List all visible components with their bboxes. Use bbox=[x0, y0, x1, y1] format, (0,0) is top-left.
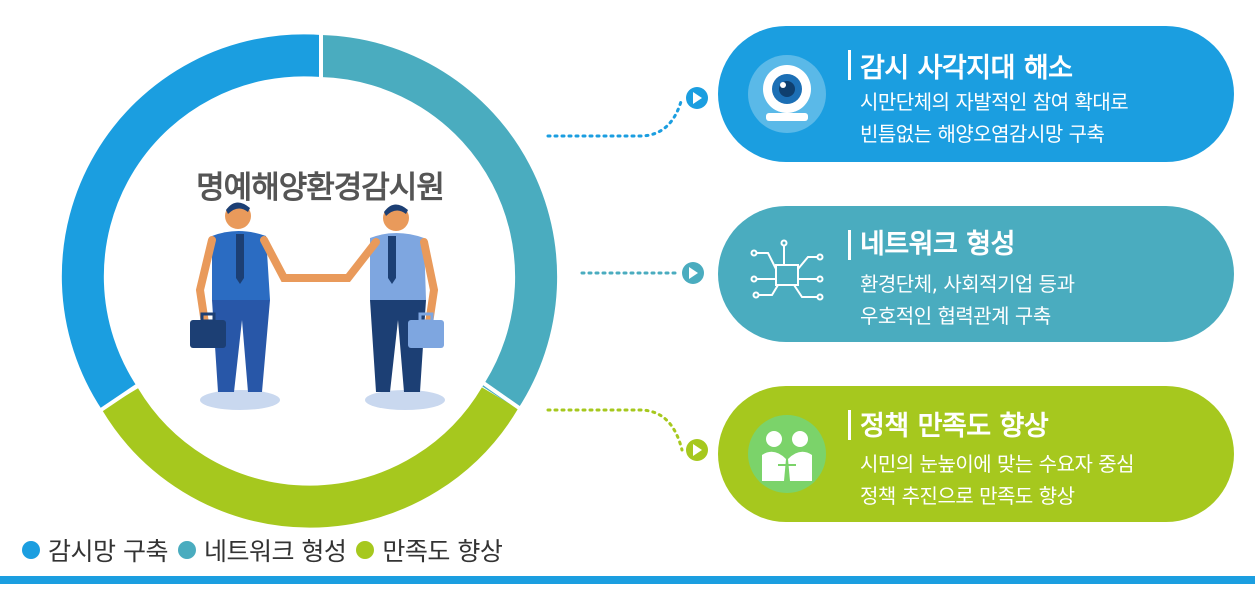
card-desc-line: 정책 추진으로 만족도 향상 bbox=[860, 484, 1075, 508]
card-desc-line: 빈틈없는 해양오염감시망 구축 bbox=[860, 122, 1105, 146]
card-title: 네트워크 형성 bbox=[860, 229, 1015, 260]
webcam-icon bbox=[748, 55, 826, 133]
legend-dot-icon bbox=[177, 541, 196, 559]
legend-label: 감시망 구축 bbox=[48, 537, 168, 566]
card-desc-line: 환경단체, 사회적기업 등과 bbox=[860, 272, 1075, 296]
ring-segment-network bbox=[320, 35, 558, 410]
legend-dot-icon bbox=[22, 541, 40, 559]
legend-item: 네트워크 형성 bbox=[177, 532, 347, 568]
legend: 감시망 구축 네트워크 형성 만족도 향상 bbox=[22, 530, 512, 570]
legend-label: 만족도 향상 bbox=[382, 537, 503, 566]
card-desc-line: 시만단체의 자발적인 참여 확대로 bbox=[860, 90, 1129, 114]
card-divider bbox=[848, 50, 851, 80]
legend-item: 만족도 향상 bbox=[356, 532, 503, 568]
card-description: 환경단체, 사회적기업 등과 우호적인 협력관계 구축 bbox=[860, 268, 1075, 332]
card-description: 시민의 눈높이에 맞는 수요자 중심 정책 추진으로 만족도 향상 bbox=[860, 448, 1135, 512]
card-description: 시만단체의 자발적인 참여 확대로 빈틈없는 해양오염감시망 구축 bbox=[860, 86, 1129, 150]
ring-separator bbox=[480, 380, 524, 412]
center-title: 명예해양환경감시원 bbox=[196, 170, 445, 206]
connector-line-1 bbox=[546, 96, 684, 138]
card-satisfaction: 정책 만족도 향상 시민의 눈높이에 맞는 수요자 중심 정책 추진으로 만족도… bbox=[718, 386, 1234, 522]
handshake-illustration bbox=[190, 202, 445, 410]
ring-segment-monitoring bbox=[61, 34, 323, 411]
legend-dot-icon bbox=[356, 541, 375, 559]
ring-segment-satisfaction bbox=[101, 387, 519, 528]
card-desc-line: 우호적인 협력관계 구축 bbox=[860, 304, 1051, 328]
card-divider bbox=[848, 230, 851, 260]
legend-label: 네트워크 형성 bbox=[203, 537, 347, 566]
bottom-rule bbox=[0, 576, 1255, 584]
card-monitoring: 감시 사각지대 해소 시만단체의 자발적인 참여 확대로 빈틈없는 해양오염감시… bbox=[718, 26, 1234, 162]
handshake-people-icon bbox=[748, 415, 826, 493]
card-network: 네트워크 형성 환경단체, 사회적기업 등과 우호적인 협력관계 구축 bbox=[718, 206, 1234, 342]
card-title: 정책 만족도 향상 bbox=[860, 411, 1049, 442]
connector-line-3 bbox=[546, 408, 684, 452]
ring-separator bbox=[96, 383, 140, 414]
card-divider bbox=[848, 410, 851, 440]
circuit-network-icon bbox=[748, 235, 826, 313]
card-title: 감시 사각지대 해소 bbox=[860, 53, 1073, 84]
legend-item: 감시망 구축 bbox=[22, 532, 168, 568]
card-desc-line: 시민의 눈높이에 맞는 수요자 중심 bbox=[860, 452, 1135, 476]
